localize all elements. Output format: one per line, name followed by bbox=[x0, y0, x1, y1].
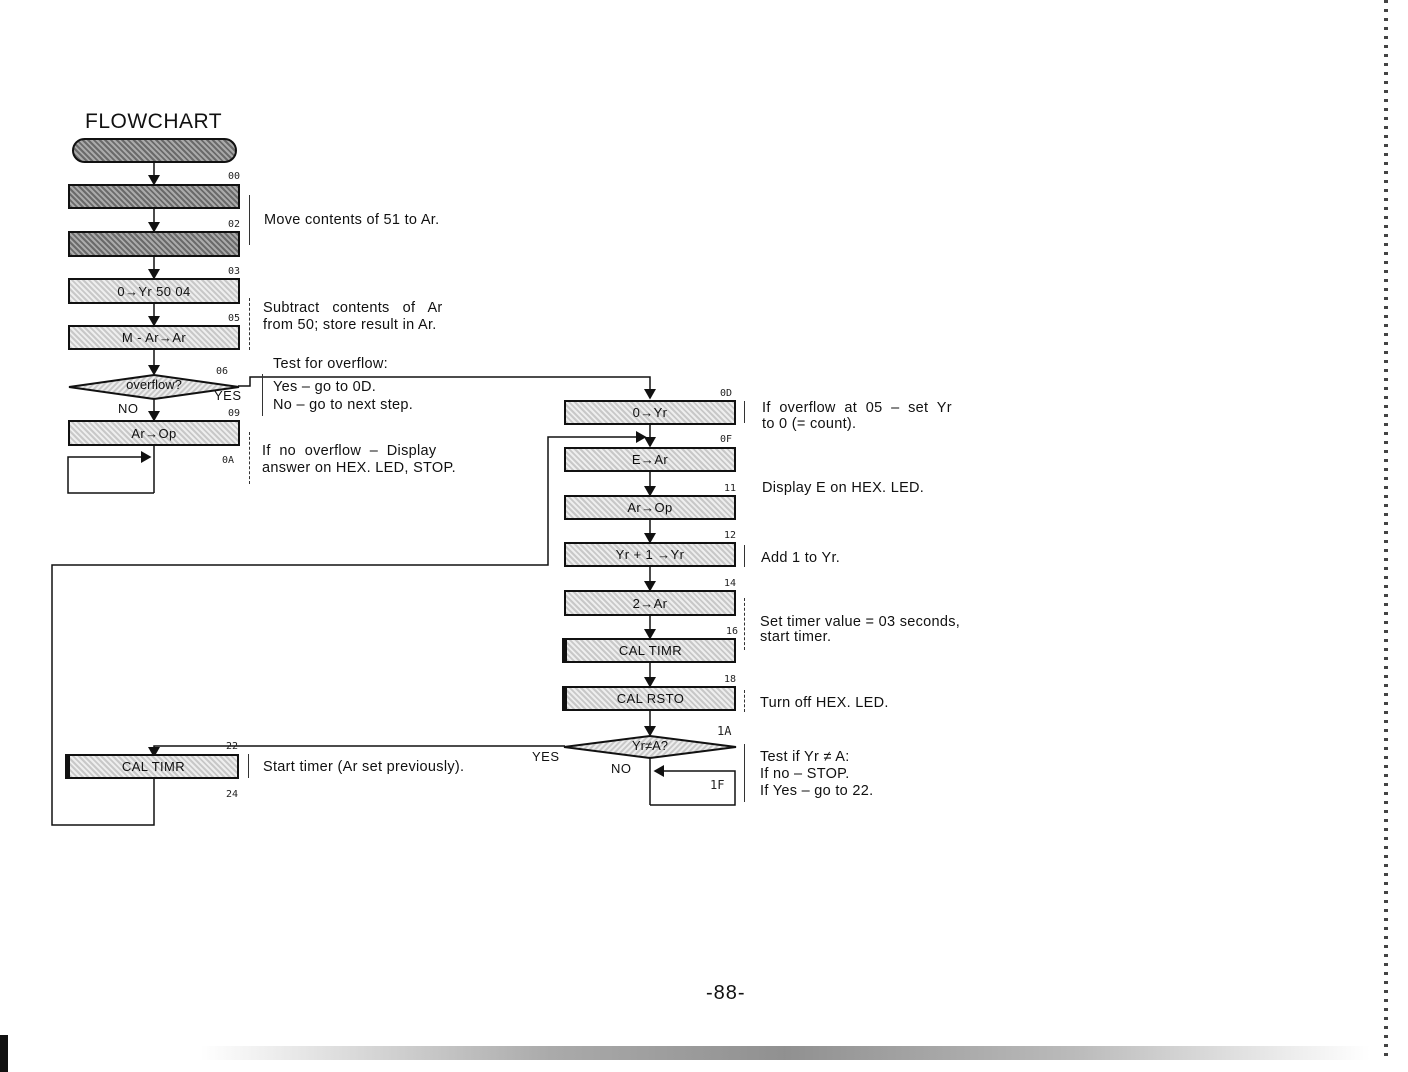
step-box-0D: 0→Yr bbox=[564, 400, 736, 425]
step-box-09: Ar→Op bbox=[68, 420, 240, 446]
annotation-bracket bbox=[744, 598, 745, 650]
decision-yr-not-a bbox=[563, 735, 737, 759]
yes-branch-line bbox=[148, 745, 565, 758]
step-box-05: M - Ar→Ar bbox=[68, 325, 240, 350]
address-label: 1F bbox=[710, 778, 725, 792]
address-label: 12 bbox=[724, 530, 737, 541]
address-label: 1A bbox=[717, 724, 732, 738]
step-box-03: 0→Yr 50 04 bbox=[68, 278, 240, 304]
note-add-one: Add 1 to Yr. bbox=[761, 550, 841, 566]
annotation-bracket bbox=[249, 432, 250, 484]
address-label: 0D bbox=[720, 388, 733, 399]
address-label: 24 bbox=[226, 789, 239, 800]
note-move-contents: Move contents of 51 to Ar. bbox=[264, 212, 440, 228]
page-number: -88- bbox=[706, 982, 746, 1004]
step-box-12: Yr + 1 →Yr bbox=[564, 542, 736, 567]
annotation-bracket bbox=[248, 754, 249, 778]
annotation-bracket bbox=[249, 298, 250, 350]
note-test-yr-3: If Yes – go to 22. bbox=[760, 783, 874, 799]
note-set-yr-2: to 0 (= count). bbox=[762, 416, 857, 432]
note-test-yr-2: If no – STOP. bbox=[760, 766, 850, 782]
annotation-bracket bbox=[744, 690, 745, 712]
scan-edge bbox=[0, 1035, 8, 1072]
address-label: 05 bbox=[228, 313, 241, 324]
annotation-bracket bbox=[744, 744, 745, 802]
note-timer-2: start timer. bbox=[760, 629, 832, 645]
annotation-bracket bbox=[744, 545, 745, 567]
note-no-overflow-1: If no overflow – Display bbox=[262, 443, 437, 459]
yes-branch-line bbox=[238, 376, 656, 400]
scan-edge bbox=[200, 1046, 1370, 1060]
step-box-11: Ar→Op bbox=[564, 495, 736, 520]
step-box-22: CAL TIMR bbox=[65, 754, 239, 779]
branch-yes-label: YES bbox=[214, 388, 242, 403]
note-display-e: Display E on HEX. LED. bbox=[762, 480, 925, 496]
note-overflow-test-3: No – go to next step. bbox=[273, 397, 414, 413]
branch-yes-label: YES bbox=[532, 749, 560, 764]
annotation-bracket bbox=[249, 195, 250, 245]
note-subtract-1: Subtract contents of Ar bbox=[263, 300, 443, 316]
scan-edge bbox=[1384, 0, 1388, 1060]
address-label: 14 bbox=[724, 578, 737, 589]
note-test-yr-1: Test if Yr ≠ A: bbox=[760, 749, 850, 765]
address-label: 06 bbox=[216, 366, 229, 377]
decision-overflow bbox=[68, 374, 240, 400]
decision-yr-not-a-label: Yr≠A? bbox=[631, 738, 669, 753]
branch-no-label: NO bbox=[611, 761, 632, 776]
address-label: 02 bbox=[228, 219, 241, 230]
note-subtract-2: from 50; store result in Ar. bbox=[263, 317, 437, 333]
branch-no-label: NO bbox=[118, 401, 139, 416]
address-label: 11 bbox=[724, 483, 737, 494]
stop-loop bbox=[67, 451, 154, 494]
page-title: FLOWCHART bbox=[85, 110, 223, 133]
address-label: 00 bbox=[228, 171, 241, 182]
address-label: 22 bbox=[226, 741, 239, 752]
address-label: 0F bbox=[720, 434, 733, 445]
step-box-14: 2→Ar bbox=[564, 590, 736, 616]
note-turn-off-led: Turn off HEX. LED. bbox=[760, 695, 889, 711]
note-set-yr-1: If overflow at 05 – set Yr bbox=[762, 400, 952, 416]
step-box-00 bbox=[68, 184, 240, 209]
annotation-bracket bbox=[744, 401, 745, 423]
address-label: 0A bbox=[222, 455, 235, 466]
address-label: 16 bbox=[726, 626, 739, 637]
address-label: 18 bbox=[724, 674, 737, 685]
step-box-02 bbox=[68, 231, 240, 257]
annotation-bracket bbox=[262, 374, 263, 416]
address-label: 03 bbox=[228, 266, 241, 277]
step-box-16: CAL TIMR bbox=[562, 638, 736, 663]
note-overflow-test-2: Yes – go to 0D. bbox=[273, 379, 377, 395]
no-stop-loop bbox=[650, 765, 736, 806]
decision-overflow-label: overflow? bbox=[126, 377, 182, 392]
start-terminal bbox=[72, 138, 237, 163]
note-start-timer: Start timer (Ar set previously). bbox=[263, 759, 465, 775]
loop-back-line bbox=[51, 431, 647, 826]
step-box-18: CAL RSTO bbox=[562, 686, 736, 711]
note-no-overflow-2: answer on HEX. LED, STOP. bbox=[262, 460, 456, 476]
note-timer-1: Set timer value = 03 seconds, bbox=[760, 614, 961, 630]
note-overflow-test-1: Test for overflow: bbox=[273, 356, 388, 372]
step-box-0F: E→Ar bbox=[564, 447, 736, 472]
address-label: 09 bbox=[228, 408, 241, 419]
